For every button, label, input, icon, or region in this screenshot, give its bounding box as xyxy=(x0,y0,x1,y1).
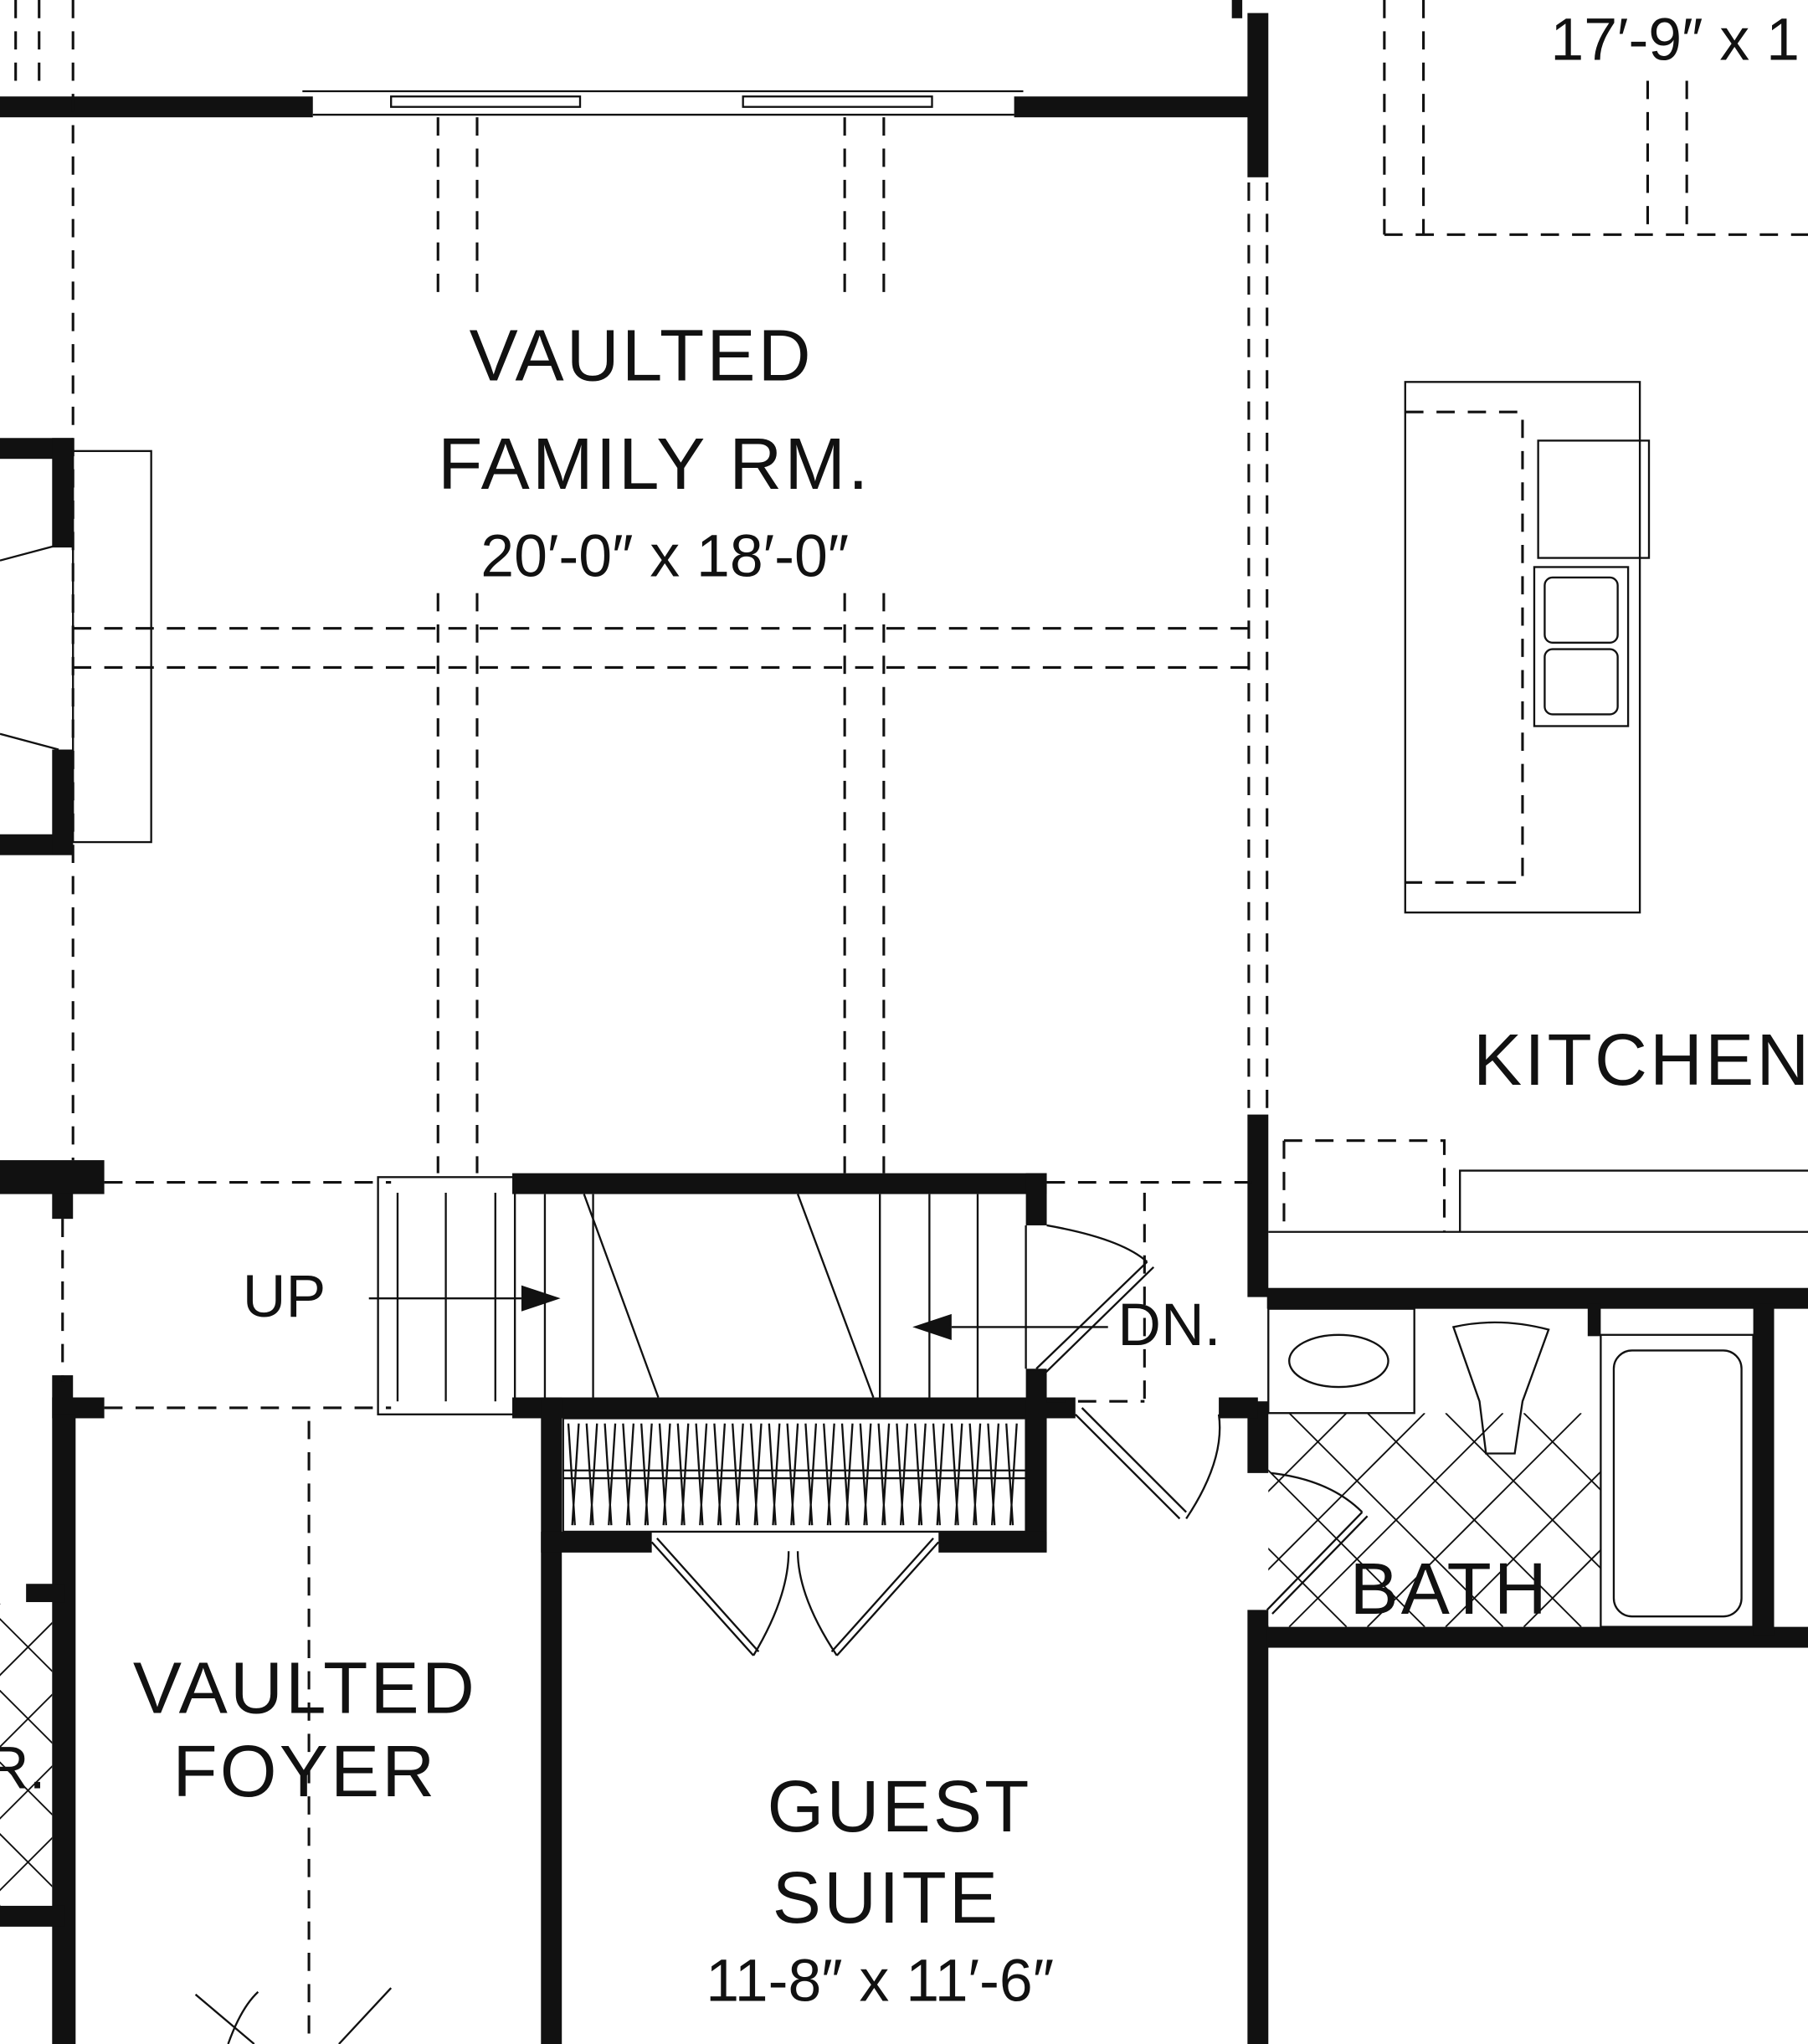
tile-hatch-line xyxy=(1523,1413,1601,1492)
tile-hatch-line xyxy=(1680,1413,1808,1626)
tile-hatch-line xyxy=(1523,1548,1601,1627)
tile-hatch-line xyxy=(1268,1547,1348,1627)
bath-sink xyxy=(1288,1333,1389,1389)
kitchen-counter xyxy=(1268,1169,1808,1233)
fireplace xyxy=(72,449,152,844)
family-room-windows xyxy=(302,90,1024,116)
foyer-label-1: VAULTED xyxy=(133,1647,477,1728)
left-tile-hatch xyxy=(0,1603,53,1906)
bath-fixtures xyxy=(1267,1307,1808,1628)
closet-shelving xyxy=(562,1417,1027,1533)
family-room-size: 20′-0″ x 18′-0″ xyxy=(480,522,849,589)
tile-hatch-line xyxy=(1288,1413,1504,1627)
tile-hatch-line xyxy=(0,1621,53,1677)
tile-hatch-line xyxy=(1268,1413,1348,1492)
family-room-label-2: FAMILY RM. xyxy=(438,424,871,505)
doors[interactable] xyxy=(194,1224,1369,2044)
tile-hatch-line xyxy=(1602,1413,1808,1626)
tile-hatch-line xyxy=(1602,1413,1808,1626)
tile-hatch-line xyxy=(0,1836,53,1892)
staircase[interactable] xyxy=(368,1176,1108,1415)
kitchen-label: KITCHEN xyxy=(1473,1019,1808,1101)
guest-suite-size: 11-8″ x 11′-6″ xyxy=(706,1948,1054,2015)
bath-tile-hatch xyxy=(1268,1413,1808,1627)
bathtub xyxy=(1600,1333,1754,1628)
left-room-partial-label: R. xyxy=(0,1735,45,1802)
tile-hatch-line xyxy=(1268,1413,1425,1571)
foyer-label-2: FOYER xyxy=(172,1731,437,1812)
tile-hatch-line xyxy=(1366,1413,1582,1627)
tile-hatch-line xyxy=(1268,1413,1269,1415)
stairs-up-label[interactable]: UP xyxy=(243,1263,326,1330)
tile-hatch-line xyxy=(0,1832,53,1887)
ceiling-beams xyxy=(14,0,1808,2044)
bath-label: BATH xyxy=(1349,1548,1549,1630)
stairs-down-label[interactable]: DN. xyxy=(1117,1292,1220,1358)
guest-suite-label-1: GUEST xyxy=(768,1766,1032,1847)
sink xyxy=(1533,566,1630,727)
tile-hatch-line xyxy=(1680,1413,1808,1626)
guest-suite-label-2: SUITE xyxy=(773,1857,1000,1939)
toilet xyxy=(1451,1321,1550,1455)
family-room-label-1: VAULTED xyxy=(470,316,814,397)
top-right-room-size: 17′-9″ x 1 xyxy=(1550,7,1800,74)
tile-hatch-line xyxy=(1445,1470,1601,1627)
tile-hatch-line xyxy=(0,1617,53,1672)
kitchen-island xyxy=(1404,381,1651,914)
tile-hatch-line xyxy=(1268,1625,1269,1627)
